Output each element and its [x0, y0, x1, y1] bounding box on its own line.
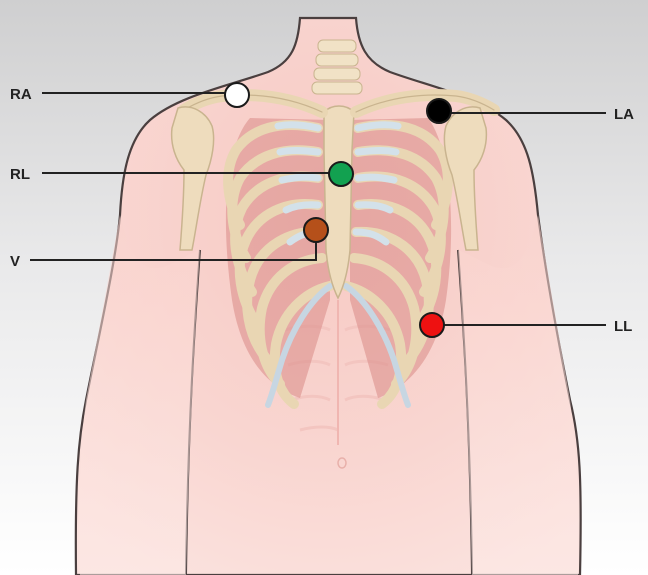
label-la: LA [614, 106, 634, 123]
label-ra: RA [10, 86, 32, 103]
electrode-rl [329, 162, 353, 186]
electrode-ra [225, 83, 249, 107]
label-rl: RL [10, 166, 30, 183]
electrode-ll [420, 313, 444, 337]
label-v: V [10, 253, 20, 270]
label-ll: LL [614, 318, 632, 335]
electrode-la [427, 99, 451, 123]
electrode-v [304, 218, 328, 242]
